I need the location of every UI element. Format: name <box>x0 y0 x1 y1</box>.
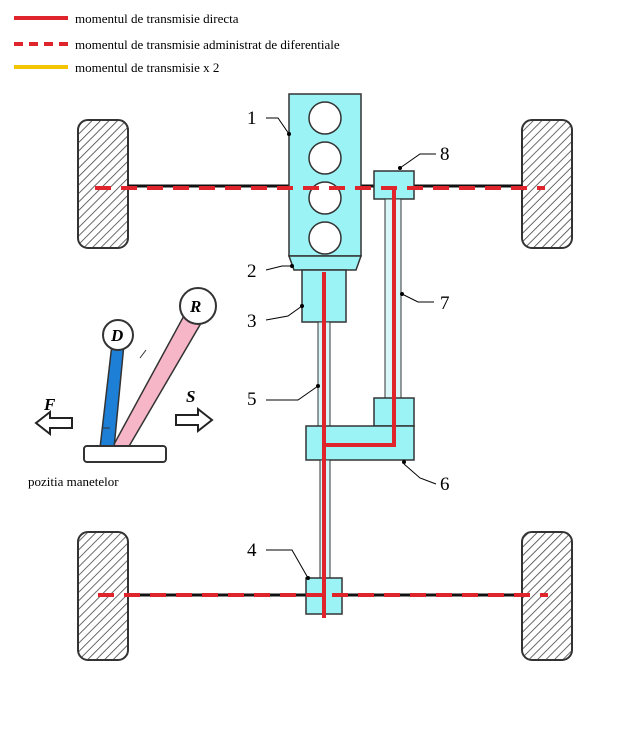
engine-cylinder <box>308 141 342 175</box>
lever-d-knob <box>102 319 134 351</box>
wheels <box>77 119 573 661</box>
label-7: 7 <box>440 293 450 314</box>
lever-caption: pozitia manetelor <box>28 474 119 489</box>
lever-r-label: R <box>189 297 201 316</box>
wheel-front-left <box>77 119 129 249</box>
arrow-s-icon <box>175 406 214 434</box>
lever-base <box>83 445 167 463</box>
lever-d-label: D <box>110 326 123 345</box>
lever-f-label: F <box>43 395 56 414</box>
label-5: 5 <box>247 389 257 410</box>
label-8: 8 <box>440 144 450 165</box>
label-6: 6 <box>440 474 450 495</box>
legend: momentul de transmisie directa momentul … <box>14 11 340 75</box>
wheel-front-right <box>521 119 573 249</box>
component-labels: 1 2 3 5 4 6 7 8 <box>247 108 450 580</box>
label-3: 3 <box>247 311 257 332</box>
legend-label-x2: momentul de transmisie x 2 <box>75 60 219 75</box>
arrow-forward-icon <box>34 409 73 437</box>
lever-r-knob <box>179 287 217 325</box>
torque-paths <box>95 186 548 618</box>
label-2: 2 <box>247 261 257 282</box>
lever-s-label: S <box>186 387 195 406</box>
lever-diagram: D R F S pozitia manetelor <box>28 287 217 489</box>
legend-label-differential: momentul de transmisie administrat de di… <box>75 37 340 52</box>
label-1: 1 <box>247 108 257 129</box>
engine-cylinder <box>308 101 342 135</box>
front-torque-path <box>324 188 396 447</box>
engine-cylinder <box>308 221 342 255</box>
engine-block <box>287 93 363 271</box>
label-4: 4 <box>247 540 257 561</box>
legend-label-direct: momentul de transmisie directa <box>75 11 239 26</box>
